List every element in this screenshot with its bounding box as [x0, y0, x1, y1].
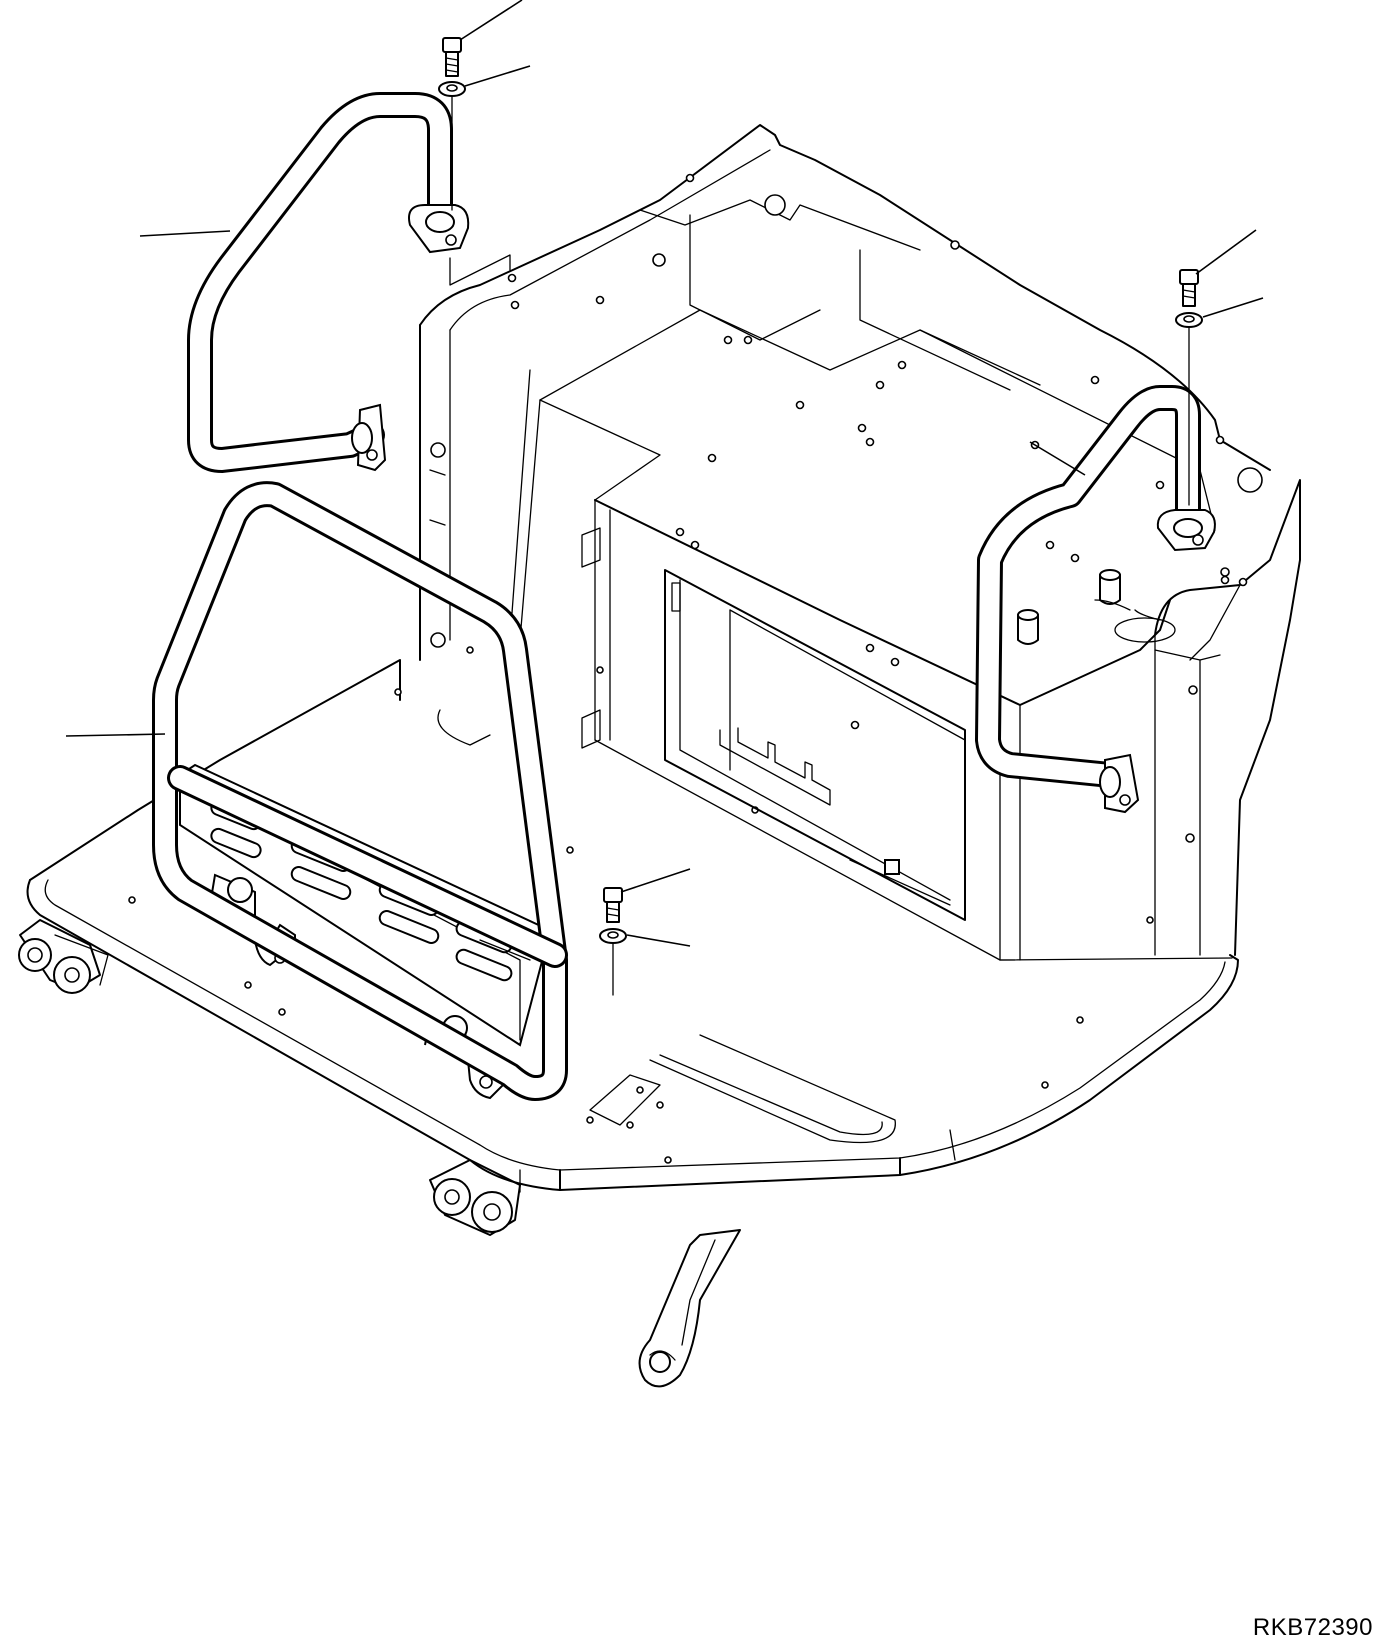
- cab-shell: [419, 124, 1301, 961]
- center-hinge-eyes: [429, 1159, 521, 1236]
- leader-upper-left-bolt: [459, 0, 523, 41]
- lower-bracket-arm: [638, 1229, 741, 1388]
- left-hinge-eyes: [18, 919, 109, 994]
- center-bolt: [603, 887, 623, 923]
- upper-left-bolt: [442, 37, 462, 77]
- floor-plate: [26, 646, 1239, 1193]
- upper-right-washer: [1175, 312, 1203, 506]
- leader-center-bolt: [620, 868, 691, 893]
- leader-left-handrail: [139, 230, 231, 237]
- left-handrail: [187, 92, 511, 473]
- leader-seat-frame: [1029, 441, 1086, 476]
- leader-lines: [65, 0, 1264, 947]
- leader-upper-right-bolt: [1195, 229, 1257, 275]
- leader-front-guard-rail: [65, 733, 166, 737]
- drawing-code: RKB72390: [1252, 1614, 1373, 1641]
- leader-center-washer: [626, 934, 691, 947]
- upper-left-washer: [438, 81, 466, 211]
- center-washer: [599, 928, 627, 996]
- upper-right-bolt: [1179, 269, 1199, 307]
- right-handrail: [975, 385, 1216, 814]
- leader-upper-right-washer: [1202, 297, 1264, 318]
- front-guard-rail: [152, 481, 568, 1101]
- leader-upper-left-washer: [464, 65, 531, 87]
